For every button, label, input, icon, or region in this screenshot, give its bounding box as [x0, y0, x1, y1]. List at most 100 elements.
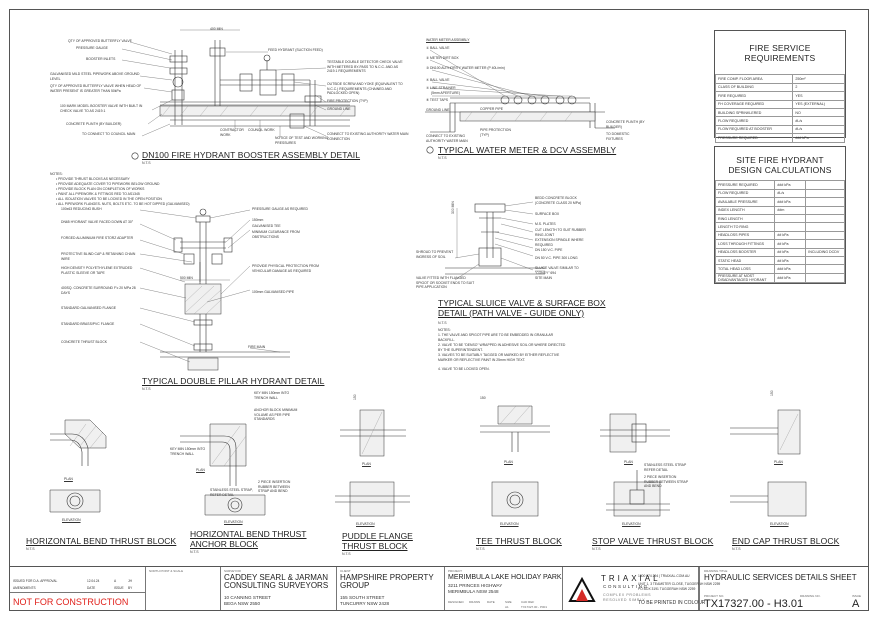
- booster-label-r5: CONNECT TO EXISTING AUTHORITY WATER MAIN…: [327, 132, 409, 141]
- project-number: TX17327.00 - H3.01: [704, 598, 804, 610]
- booster-label-r1: TESTABLE DOUBLE DETECTOR CHECK VALVE WIT…: [327, 60, 403, 74]
- table-cell: [774, 222, 807, 232]
- horizontal-bend-thrust-drawing: [49, 419, 107, 513]
- booster-label-r3: FIRE PROTECTION (TYP): [327, 99, 368, 103]
- table-cell: [805, 180, 845, 190]
- booster-note-5: • ALL PIPEWORK FLANGES- NUTS, BOLTS ETC.…: [56, 202, 190, 206]
- booster-dim: 400 MIN: [210, 27, 223, 31]
- table-cell: ### kPa: [774, 197, 807, 207]
- drawing-label: DRAWING TITLE: [704, 569, 728, 573]
- pillar-label-l5: 400SQ. CONCRETE SURROUND F'c 20 MPa 28 D…: [61, 286, 136, 295]
- surveyor-name: CADDEY SEARL & JARMAN CONSULTING SURVEYO…: [224, 573, 329, 591]
- pillar-label-l8: CONCRETE THRUST BLOCK: [61, 340, 108, 344]
- site-hydrant-panel: SITE FIRE HYDRANT DESIGN CALCULATIONS PR…: [714, 146, 846, 284]
- table-cell: ### kPa: [774, 264, 807, 274]
- pillar-label-l7: STANDARD BRASS/PVC FLANGE: [61, 322, 115, 326]
- pillar-label-r5: 100mm GALVANISED PIPE: [252, 290, 295, 294]
- title-block: ISSUED FOR D.A. APPROVAL 12.04.24 A JH A…: [10, 566, 868, 610]
- booster-note-0: • PROVIDE THRUST BLOCKS AS NECESSARY: [56, 177, 130, 181]
- table-cell: FLOW REQUIRED: [714, 188, 776, 199]
- thrust-3-title: TEE THRUST BLOCK: [476, 536, 562, 546]
- thrust-5-scale: N.T.S: [732, 547, 741, 551]
- sluice-scale: N.T.S: [438, 321, 447, 325]
- sluice-label-r4: EXTENSION SPINDLE WHERE REQUIRED: [535, 238, 584, 247]
- table-row: FLOW REQUIRED#L/s: [714, 188, 845, 199]
- firm-tag-0: COMPLEX PROBLEMS: [603, 593, 652, 597]
- pillar-label-l2: FORGED ALUMINIUM FIRE STORZ ADAPTER: [61, 236, 134, 240]
- sluice-note-2: 3. VALVES TO BE SUITABLY TAGGED OR MARKE…: [438, 353, 560, 362]
- thrust-5-plan: PLAN: [774, 460, 783, 464]
- revision-row-0-by: JH: [128, 579, 132, 583]
- thrust-4-elev: ELEVATION: [622, 522, 641, 526]
- table-row: PRESSURE REQUIRED### kPa: [714, 180, 845, 190]
- thrust-2-plan: PLAN: [362, 462, 371, 466]
- table-cell: [805, 197, 845, 207]
- booster-note-4: • ALL ISOLATION VALVES TO BE LOCKED IN T…: [56, 197, 162, 201]
- table-cell: ### kPa: [774, 180, 807, 190]
- thrust-1-title: HORIZONTAL BEND THRUST ANCHOR BLOCK: [190, 529, 307, 549]
- anchor-block-drawing: [180, 423, 266, 516]
- sluice-title: TYPICAL SLUICE VALVE & SURFACE BOX DETAI…: [438, 298, 606, 318]
- site-hydrant-title: SITE FIRE HYDRANT DESIGN CALCULATIONS: [728, 155, 832, 176]
- pillar-label-r3: MINIMUM CLEARANCE FROM OBSTRUCTIONS: [252, 230, 300, 239]
- booster-label-r0: FEED HYDRANT (SUCTION FEED): [268, 48, 323, 52]
- revision-row-1-by: BY: [128, 586, 133, 590]
- table-cell: FLOW REQUIRED AT BOOSTER: [714, 124, 794, 135]
- triaxial-logo: [568, 576, 596, 602]
- drawing-sheet: 400 MIN QTY OF APPROVED BUTTERFLY VALVE …: [9, 9, 869, 611]
- firm-name: TRIAXIAL: [601, 574, 661, 583]
- end-cap-thrust-drawing: [730, 409, 807, 517]
- sluice-label-r0: BEDD CONCRETE BLOCK (CONCRETE CLASS 20 M…: [535, 196, 581, 205]
- table-cell: FLOW REQUIRED: [714, 116, 794, 126]
- table-cell: FH COVERAGE REQUIRED: [714, 99, 794, 109]
- thrust-2-elev: ELEVATION: [356, 522, 375, 526]
- meter-legend-0: ① BALL VALVE: [426, 46, 450, 50]
- table-cell: NO: [792, 107, 845, 118]
- table-row: FLOW REQUIRED AT BOOSTER#L/s: [714, 124, 845, 135]
- pillar-label-l4: HIGH DENSITY POLYETHYLENE EXTRUDED PLAST…: [61, 266, 133, 275]
- table-row: LOSS THROUGH FITTINGS## kPa: [714, 239, 845, 249]
- table-cell: HEADLOSS PIPES: [714, 230, 776, 241]
- thrust-4-label-1: 2 PIECE INSERTION RUBBER BETWEEN STRAP A…: [644, 475, 689, 489]
- sluice-note-0: 1. THE VALVE AND SPIGOT PIPE ARE TO BE E…: [438, 333, 554, 342]
- table-cell: PRESSURE REQUIRED: [714, 180, 776, 190]
- table-cell: ### kPa: [792, 133, 845, 143]
- meter-legend-4: ⑤ LINE STRAINER: [426, 86, 456, 90]
- table-row: PRESSURE REQUIRED### kPa: [714, 133, 845, 143]
- table-cell: [805, 255, 845, 266]
- thrust-1-label-4: 2 PIECE INSERTION RUBBER BETWEEN STRAP A…: [258, 480, 291, 494]
- sluice-note-1: 2. VALVE TO BE "DENSO" WRAPPED IN ADHESI…: [438, 343, 566, 352]
- booster-label-r2: OUTSIDE SCREW AND YOKE (EQUIVALENT TO N.…: [327, 82, 403, 96]
- booster-label-l2: BOOSTER INLETS: [86, 57, 116, 61]
- surveyor-label: SURVEYOR: [224, 569, 241, 573]
- meter-legend-6: ⑥ TEST TAPS: [426, 98, 449, 102]
- meter-label-1: GROUND LINE: [426, 108, 450, 112]
- booster-note-2: • PROVIDE BLOCK PLAN ON COMPLETION OF WO…: [56, 187, 145, 191]
- thrust-0-title: HORIZONTAL BEND THRUST BLOCK: [26, 536, 177, 546]
- revision-row-1-date: DATE: [87, 586, 96, 590]
- pillar-label-l0: 100x63 REDUCING BUSH: [61, 207, 102, 211]
- thrust-1-label-2: KEY MIN 150mm INTO TRENCH WALL: [170, 447, 206, 456]
- meter-label-3: PIPE PROTECTION (TYP): [480, 128, 511, 137]
- pillar-label-l1: DN65 HYDRANT VALVE FACED DOWN AT 30°: [61, 220, 134, 224]
- meta-size: SIZE: [505, 600, 512, 604]
- sluice-label-r7: SLUICE VALVE SIMILAR TO "CONEY" 694: [535, 266, 579, 275]
- table-cell: [805, 272, 845, 283]
- table-cell: [805, 205, 845, 215]
- drawing-no-label: DRAWING NO.: [800, 594, 821, 598]
- table-cell: LENGTH TO RING: [714, 222, 776, 232]
- sluice-note-3: 4. VALVE TO BE LOCKED OPEN.: [438, 367, 490, 371]
- thrust-5-elev: ELEVATION: [770, 522, 789, 526]
- pillar-label-r2: GALVANISED TEE: [252, 224, 281, 228]
- surveyor-cell: SURVEYOR CADDEY SEARL & JARMAN CONSULTIN…: [221, 567, 337, 610]
- thrust-3-plan: PLAN: [504, 460, 513, 464]
- booster-label-l3: GALVANISED MILD STEEL PIPEWORK ABOVE GRO…: [50, 72, 140, 81]
- meta-size-val: A1: [505, 605, 509, 609]
- pillar-label-l3: PROTECTIVE BLIND CAP & RETAINING CHAIN W…: [61, 252, 136, 261]
- client-label: CLIENT: [340, 569, 351, 573]
- table-cell: INDEX LENGTH: [714, 205, 776, 215]
- print-note: TO BE PRINTED IN COLOUR: [638, 600, 706, 606]
